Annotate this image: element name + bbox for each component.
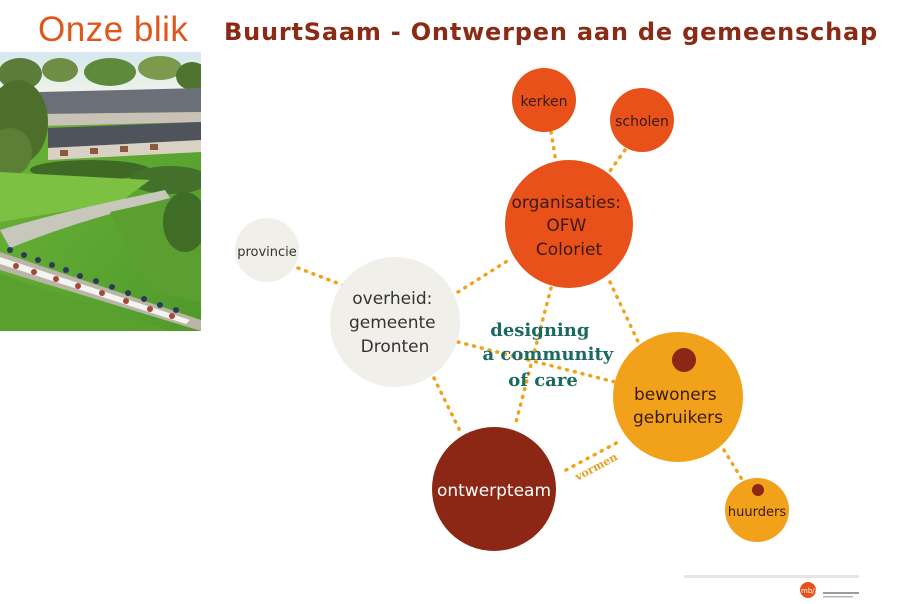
edge-overheid-ontwerpteam — [432, 376, 464, 437]
center-statement: designing a community of care — [482, 320, 619, 391]
edge-ontwerpteam-bewoners — [564, 438, 624, 472]
footer-divider — [684, 575, 859, 578]
label-kerken: kerken — [520, 94, 567, 110]
edge-kerken-organisaties — [549, 130, 558, 164]
node-huurders — [725, 478, 789, 542]
label-organisaties: organisaties: OFW Coloriet — [512, 193, 627, 260]
footer-fineprint — [823, 585, 861, 598]
node-overheid — [330, 257, 460, 387]
label-ontwerpteam: ontwerpteam — [437, 481, 551, 501]
page-title: Onze blik — [38, 10, 189, 49]
label-scholen: scholen — [615, 114, 669, 130]
footer-logo: mb/a — [800, 582, 821, 598]
label-bewoners: bewoners gebruikers — [633, 385, 723, 428]
edge-bewoners-huurders — [722, 448, 748, 488]
neighbourhood-photo — [0, 52, 201, 331]
node-organisaties — [505, 160, 633, 288]
node-bewoners-dot — [672, 348, 696, 372]
edge-organisaties-bewoners — [608, 280, 644, 352]
edge-organisaties-ontwerpteam — [513, 286, 553, 428]
edge-scholen-organisaties — [603, 148, 627, 180]
node-ontwerpteam — [432, 427, 556, 551]
node-kerken — [512, 68, 576, 132]
svg-text:mb/a: mb/a — [801, 587, 819, 595]
node-bewoners — [613, 332, 743, 462]
edge-overheid-organisaties — [456, 256, 514, 294]
edge-provincie-overheid — [296, 266, 347, 288]
page-subtitle: BuurtSaam - Ontwerpen aan de gemeenschap — [224, 18, 878, 46]
edge-overheid-bewoners — [456, 340, 617, 384]
label-overheid: overheid: gemeente Dronten — [349, 289, 441, 357]
label-provincie: provincie — [237, 245, 297, 260]
node-scholen — [610, 88, 674, 152]
node-huurders-dot — [752, 484, 764, 496]
label-huurders: huurders — [728, 505, 786, 520]
node-provincie — [235, 218, 299, 282]
